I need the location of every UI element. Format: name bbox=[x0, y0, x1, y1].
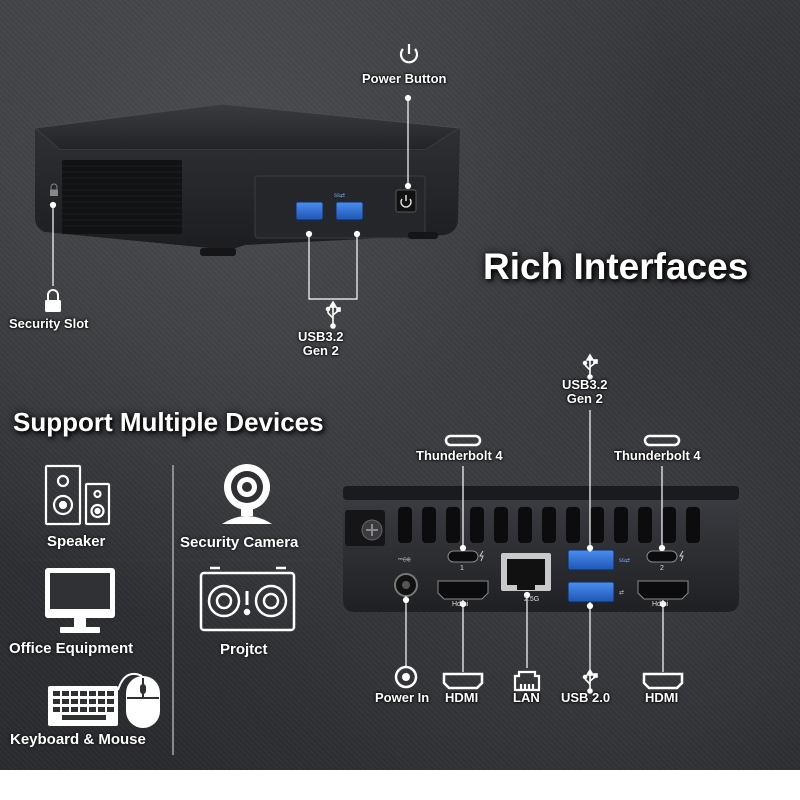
power-in-icon bbox=[394, 665, 418, 689]
hdmi-mark-right: Hdmi bbox=[652, 601, 669, 608]
headline-rich-interfaces: Rich Interfaces bbox=[483, 246, 749, 287]
padlock-icon bbox=[45, 289, 61, 312]
hdmi-icon-left bbox=[442, 672, 484, 690]
hdmi-port-2 bbox=[637, 580, 689, 600]
svg-text:ss⇄: ss⇄ bbox=[619, 557, 630, 564]
tb-port-number-1: 1 bbox=[460, 565, 464, 572]
nuc-front-device: ss⇄ bbox=[33, 103, 462, 256]
hdmi-port-1 bbox=[437, 580, 489, 600]
label-thunderbolt-left: Thunderbolt 4 bbox=[416, 448, 503, 463]
nuc-rear-device: ⎓⊖⊕ ss⇄ ⇄ bbox=[343, 486, 739, 612]
usb-trident-icon-rear bbox=[582, 353, 598, 380]
hdmi-mark-left: Hdmi bbox=[452, 601, 469, 608]
power-icon bbox=[399, 44, 419, 64]
label-hdmi-right: HDMI bbox=[645, 690, 679, 705]
headline-support-devices: Support Multiple Devices bbox=[13, 407, 324, 437]
usb-trident-icon-bottom bbox=[582, 668, 598, 694]
device-label-projector: Projtct bbox=[220, 641, 268, 658]
label-lan: LAN bbox=[513, 690, 540, 705]
rear-callout-lines bbox=[402, 410, 667, 672]
label-power-in: Power In bbox=[375, 690, 430, 705]
label-usb-rear-top: USB3.2 Gen 2 bbox=[562, 377, 608, 406]
label-hdmi-left: HDMI bbox=[445, 690, 479, 705]
infographic-artwork: ss⇄ bbox=[20, 44, 739, 755]
usb-trident-icon bbox=[325, 300, 341, 329]
thunderbolt-port-2 bbox=[646, 550, 678, 563]
rear-usb2-port bbox=[567, 581, 615, 603]
label-thunderbolt-right: Thunderbolt 4 bbox=[614, 448, 701, 463]
monitor-icon bbox=[45, 568, 115, 633]
lan-icon bbox=[513, 670, 541, 692]
front-usb-port-2 bbox=[335, 201, 364, 221]
front-vent-grille bbox=[62, 160, 182, 234]
label-security-slot: Security Slot bbox=[9, 316, 89, 331]
device-label-keyboard-mouse: Keyboard & Mouse bbox=[10, 731, 146, 748]
svg-text:⎓⊖⊕: ⎓⊖⊕ bbox=[398, 557, 411, 563]
keyboard-mouse-icon bbox=[48, 672, 160, 728]
hdmi-icon-right bbox=[642, 672, 684, 690]
lan-speed-mark: 2.5G bbox=[524, 596, 540, 603]
projector-icon bbox=[199, 566, 296, 632]
front-callout-lines bbox=[49, 94, 412, 300]
thunderbolt-icon-right bbox=[643, 434, 681, 447]
label-usb-front: USB3.2 Gen 2 bbox=[298, 329, 344, 358]
device-label-speaker: Speaker bbox=[47, 533, 106, 550]
label-usb2: USB 2.0 bbox=[561, 690, 611, 705]
thunderbolt-port-1 bbox=[447, 550, 479, 563]
svg-text:ss⇄: ss⇄ bbox=[334, 192, 345, 199]
front-usb-port-1 bbox=[295, 201, 324, 221]
device-label-office-equipment: Office Equipment bbox=[9, 640, 134, 657]
speaker-icon bbox=[44, 464, 111, 526]
product-infographic: ss⇄ bbox=[0, 0, 800, 770]
security-camera-icon bbox=[222, 464, 272, 524]
rear-usb32-port bbox=[567, 549, 615, 571]
thunderbolt-icon-left bbox=[444, 434, 482, 447]
tb-port-number-2: 2 bbox=[660, 565, 664, 572]
device-label-security-camera: Security Camera bbox=[180, 534, 299, 551]
label-power-button: Power Button bbox=[362, 71, 447, 86]
svg-text:⇄: ⇄ bbox=[619, 589, 624, 596]
